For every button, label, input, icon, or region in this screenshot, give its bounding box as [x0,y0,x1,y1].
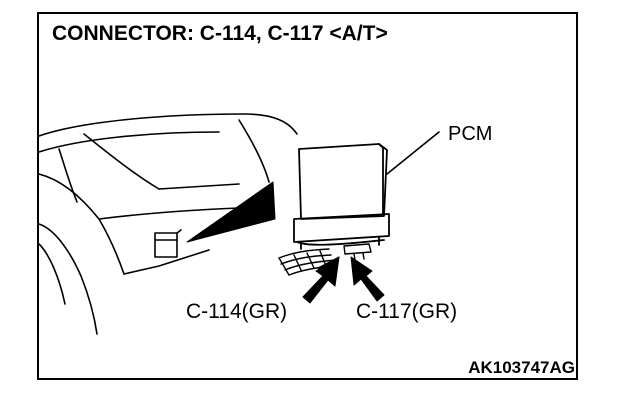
c117-arrow [350,256,385,302]
c117-label: C-117(GR) [356,300,458,323]
zoom-callout-wedge [186,181,276,243]
c114-label: C-114(GR) [186,300,288,323]
wiring-harness [278,243,372,276]
pcm-unit [293,143,390,250]
figure-code: AK103747AG [468,358,575,377]
pcm-label: PCM [448,123,493,145]
diagram-frame: CONNECTOR: C-114, C-117 <A/T> PCM C-114(… [37,12,578,380]
page-title: CONNECTOR: C-114, C-117 <A/T> [52,22,388,45]
connector-location-illustration [39,113,440,335]
c114-arrow [302,256,340,304]
pcm-leader-line [386,131,440,175]
panel-connector [154,229,182,258]
instrument-panel [39,113,298,335]
